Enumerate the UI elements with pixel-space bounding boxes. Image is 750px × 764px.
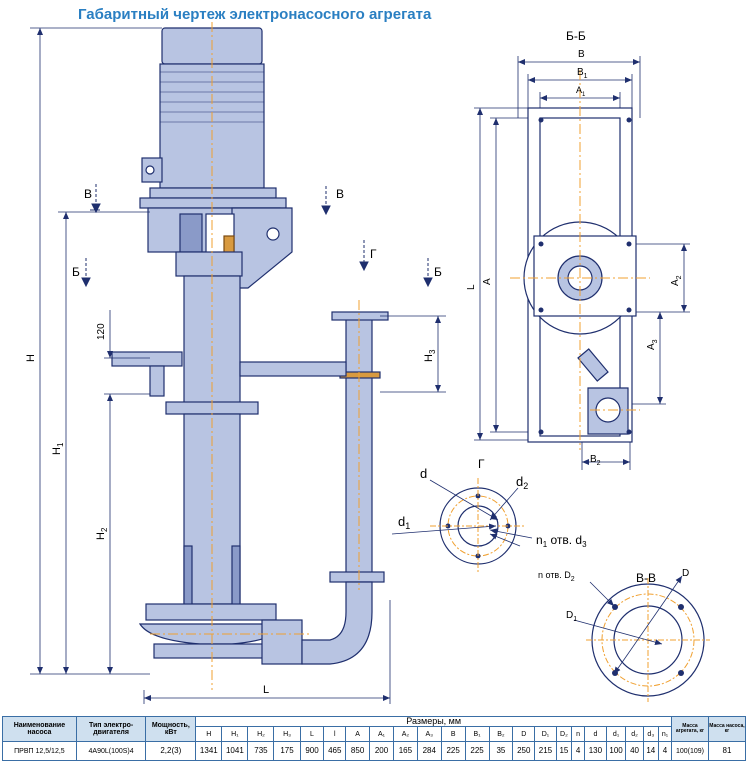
dim-A3: A3 xyxy=(646,339,659,350)
cell-value: 4 xyxy=(657,741,673,762)
dim-D1: D1 xyxy=(566,610,577,623)
dim-header: d₂ xyxy=(625,726,644,743)
dim-B1: B1 xyxy=(577,67,588,80)
cell-value: 850 xyxy=(345,741,371,762)
cell-value: 40 xyxy=(625,741,644,762)
dim-header: A₃ xyxy=(416,726,442,743)
dims-header-row: H H₁ H₂ H₃ L l A A₁ A₂ A₃ B B₁ B₂ D D₁ D… xyxy=(3,726,746,743)
dim-d2: d2 xyxy=(516,474,528,491)
cell-power: 2,2(3) xyxy=(145,741,197,762)
dim-header: H₁ xyxy=(221,726,249,743)
cell-value: 130 xyxy=(584,741,607,762)
col-motor-header: Тип электро-двигателя xyxy=(75,715,147,743)
dim-header: B₁ xyxy=(464,726,490,743)
dim-120: 120 xyxy=(96,323,107,340)
cell-value: 35 xyxy=(488,741,514,762)
dim-H: H xyxy=(25,354,37,362)
cell-value: 465 xyxy=(323,741,347,762)
elbow xyxy=(301,581,373,665)
dim-B2: B2 xyxy=(590,454,601,467)
dim-header: D xyxy=(512,726,536,743)
dim-header: d₁ xyxy=(605,726,627,743)
dim-header: H₃ xyxy=(273,726,301,743)
spec-table: Наименование насоса Тип электро-двигател… xyxy=(2,715,747,762)
dim-H2: H2 xyxy=(95,527,109,540)
dim-header: H xyxy=(195,726,223,743)
dim-header: B₂ xyxy=(488,726,514,743)
cell-value: 15 xyxy=(555,741,573,762)
cell-value: 1041 xyxy=(221,741,249,762)
cell-value: 900 xyxy=(299,741,325,762)
cell-value: 225 xyxy=(464,741,490,762)
dim-H3: H3 xyxy=(423,349,437,362)
cell-value: 215 xyxy=(534,741,557,762)
dim-header: A₁ xyxy=(369,726,394,743)
cut-label-b-right: Б xyxy=(434,265,442,279)
cell-value: 4 xyxy=(571,741,586,762)
bracket xyxy=(239,361,347,377)
col-power-header: Мощность, кВт xyxy=(145,715,197,743)
cell-mass-pump: 81 xyxy=(707,741,747,762)
cell-value: 250 xyxy=(512,741,536,762)
dim-header: d₃ xyxy=(642,726,659,743)
dim-header: B xyxy=(440,726,466,743)
motor-flange xyxy=(149,187,277,199)
col-sizes-header: Размеры, мм xyxy=(195,715,673,728)
dim-A2: A2 xyxy=(670,275,683,286)
cell-value: 100 xyxy=(605,741,627,762)
cell-value: 14 xyxy=(642,741,659,762)
dim-header: A₂ xyxy=(392,726,418,743)
cut-label-g: Г xyxy=(370,247,377,261)
cell-motor: 4А90L(100S)4 xyxy=(75,741,147,762)
pump-unit-drawing: В В Б Б Г H H1 H2 120 H3 L Б-Б xyxy=(25,22,710,704)
cell-value: 1341 xyxy=(195,741,223,762)
section-bb-title: Б-Б xyxy=(566,29,586,43)
cut-label-v-right: В xyxy=(336,187,344,201)
col-mass-unit-header: Масса агрегата, кг xyxy=(671,715,709,743)
section-vv-title: В-В xyxy=(636,571,656,585)
dim-B: B xyxy=(578,49,585,60)
cell-value: 175 xyxy=(273,741,301,762)
front-view xyxy=(111,27,389,665)
dim-L-side: L xyxy=(466,284,477,290)
view-g-title: Г xyxy=(478,457,485,471)
dim-header: n₁ xyxy=(657,726,673,743)
dim-n-holes-D2: n отв. D2 xyxy=(538,570,575,583)
dim-header: n xyxy=(571,726,586,743)
cell-value: 284 xyxy=(416,741,442,762)
dim-header: D₂ xyxy=(555,726,573,743)
cut-label-v-left: В xyxy=(84,187,92,201)
table-row: ПРВП 12,5/12,5 4А90L(100S)4 2,2(3) 1341 … xyxy=(2,741,747,762)
cell-value: 735 xyxy=(247,741,275,762)
dim-d: d xyxy=(420,466,427,481)
dim-header: l xyxy=(323,726,347,743)
page-title: Габаритный чертеж электронасосного агрег… xyxy=(78,6,432,23)
dim-header: H₂ xyxy=(247,726,275,743)
mount-plate xyxy=(111,351,183,367)
cell-value: 225 xyxy=(440,741,466,762)
dim-header: A xyxy=(345,726,371,743)
dim-n1-holes: n1 отв. d3 xyxy=(536,533,587,549)
col-name-header: Наименование насоса xyxy=(2,715,77,743)
cell-mass-unit: 100(109) xyxy=(671,741,709,762)
dim-header: L xyxy=(299,726,325,743)
cell-name: ПРВП 12,5/12,5 xyxy=(2,741,77,762)
dim-header: d xyxy=(584,726,607,743)
dim-L: L xyxy=(263,684,269,696)
dim-A1: A1 xyxy=(576,85,586,98)
dim-d1: d1 xyxy=(398,514,410,531)
cell-value: 200 xyxy=(369,741,394,762)
dim-D: D xyxy=(682,568,689,579)
dim-H1: H1 xyxy=(51,442,65,455)
cell-value: 165 xyxy=(392,741,418,762)
cut-label-b-left: Б xyxy=(72,265,80,279)
col-mass-pump-header: Масса насоса, кг xyxy=(707,715,747,743)
dim-header: D₁ xyxy=(534,726,557,743)
dim-A: A xyxy=(482,278,493,285)
